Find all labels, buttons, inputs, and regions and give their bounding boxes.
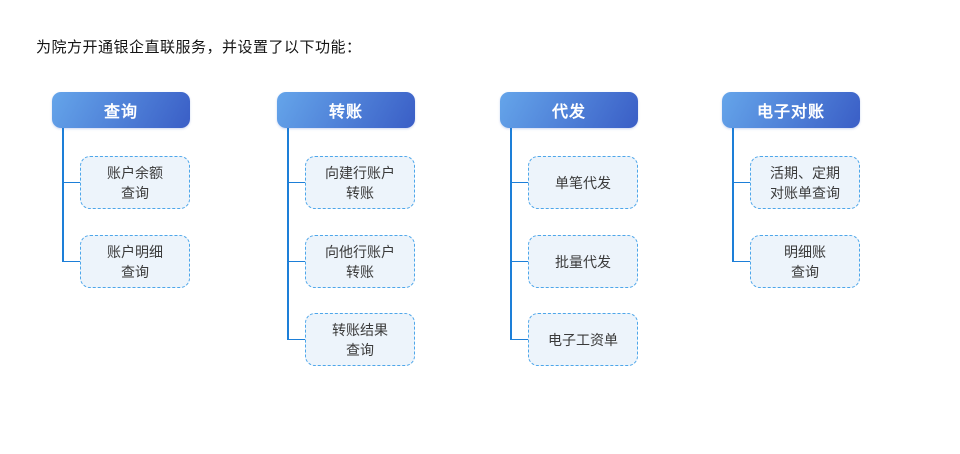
connector-branch: [287, 181, 305, 183]
feature-node-label: 向他行账户 转账: [325, 243, 395, 280]
feature-node-label: 批量代发: [555, 253, 611, 270]
connector-trunk: [732, 128, 734, 262]
connector-trunk: [287, 128, 289, 340]
connector-branch: [287, 338, 305, 340]
feature-node: 明细账 查询: [750, 235, 860, 288]
connector-branch: [62, 181, 80, 183]
feature-node: 账户余额 查询: [80, 156, 190, 209]
feature-node: 向建行账户 转账: [305, 156, 415, 209]
branch-header: 查询: [52, 92, 190, 128]
feature-node: 电子工资单: [528, 313, 638, 366]
branch-header: 代发: [500, 92, 638, 128]
connector-trunk: [510, 128, 512, 340]
page-title: 为院方开通银企直联服务，并设置了以下功能：: [36, 39, 362, 56]
feature-node: 向他行账户 转账: [305, 235, 415, 288]
feature-node-label: 活期、定期 对账单查询: [770, 164, 840, 201]
feature-node-label: 电子工资单: [548, 331, 618, 348]
connector-branch: [62, 260, 80, 262]
feature-node: 账户明细 查询: [80, 235, 190, 288]
feature-node-label: 转账结果 查询: [332, 321, 388, 358]
feature-node-label: 单笔代发: [555, 174, 611, 191]
feature-node: 单笔代发: [528, 156, 638, 209]
branch-header: 转账: [277, 92, 415, 128]
connector-branch: [510, 260, 528, 262]
feature-node-label: 账户明细 查询: [107, 243, 163, 280]
feature-node-label: 向建行账户 转账: [325, 164, 395, 201]
feature-node: 转账结果 查询: [305, 313, 415, 366]
feature-node: 批量代发: [528, 235, 638, 288]
connector-branch: [732, 260, 750, 262]
branch-header: 电子对账: [722, 92, 860, 128]
feature-node: 活期、定期 对账单查询: [750, 156, 860, 209]
connector-trunk: [62, 128, 64, 262]
connector-branch: [287, 260, 305, 262]
feature-node-label: 明细账 查询: [784, 243, 826, 280]
connector-branch: [510, 181, 528, 183]
connector-branch: [732, 181, 750, 183]
feature-node-label: 账户余额 查询: [107, 164, 163, 201]
connector-branch: [510, 338, 528, 340]
